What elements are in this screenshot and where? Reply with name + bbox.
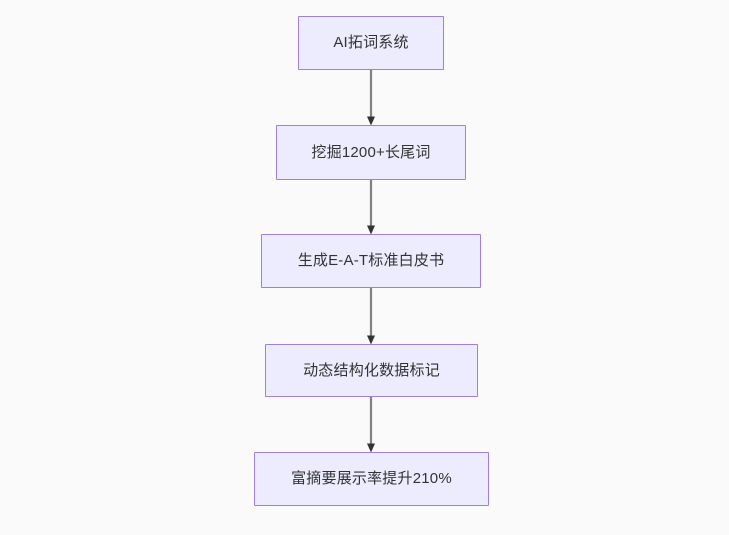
flow-node-generate-eat-whitepaper[interactable]: 生成E-A-T标准白皮书 (261, 234, 481, 288)
flow-node-mine-longtail-keywords[interactable]: 挖掘1200+长尾词 (276, 125, 466, 180)
flow-node-rich-snippet-impression-uplift[interactable]: 富摘要展示率提升210% (254, 452, 489, 506)
flow-node-label: 富摘要展示率提升210% (291, 470, 452, 487)
flow-node-ai-keyword-system[interactable]: AI拓词系统 (298, 16, 444, 70)
flow-node-dynamic-structured-data-markup[interactable]: 动态结构化数据标记 (265, 344, 478, 397)
flow-node-label: 生成E-A-T标准白皮书 (297, 252, 445, 269)
flow-node-label: 挖掘1200+长尾词 (311, 143, 431, 161)
flow-node-label: 动态结构化数据标记 (303, 361, 440, 379)
flow-node-label: AI拓词系统 (333, 34, 409, 51)
